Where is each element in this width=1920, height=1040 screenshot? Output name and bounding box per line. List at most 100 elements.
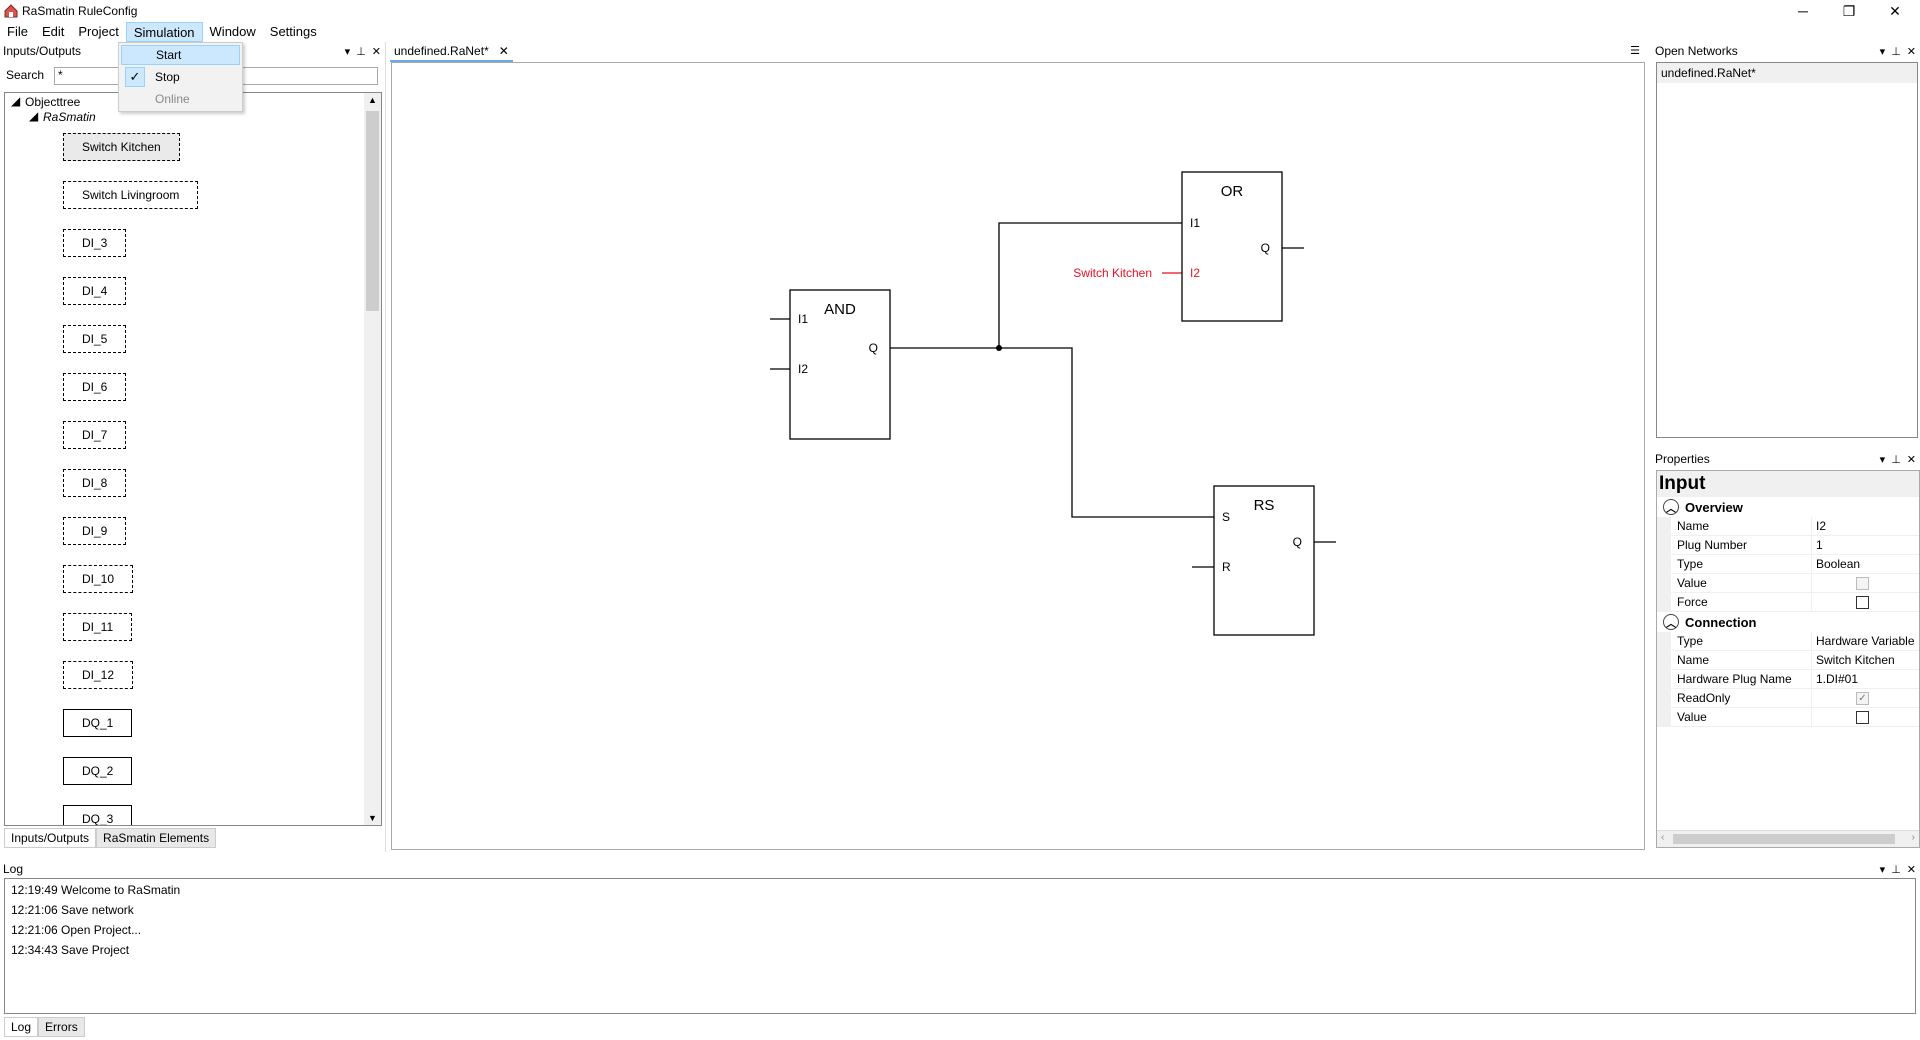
- editor-tab-label[interactable]: undefined.RaNet*: [394, 44, 489, 58]
- io-item[interactable]: DI_5: [63, 325, 127, 353]
- search-label: Search: [6, 68, 45, 82]
- tab-inputs-outputs[interactable]: Inputs/Outputs: [4, 828, 97, 848]
- property-value[interactable]: Switch Kitchen: [1811, 651, 1919, 669]
- property-row[interactable]: Value: [1657, 574, 1919, 593]
- category-overview[interactable]: ︿ Overview: [1657, 497, 1919, 517]
- close-icon[interactable]: ✕: [1906, 453, 1916, 466]
- io-item[interactable]: DQ_2: [63, 757, 133, 785]
- menu-project[interactable]: Project: [78, 24, 119, 39]
- property-row[interactable]: Value: [1657, 708, 1919, 727]
- property-name: Type: [1677, 634, 1704, 648]
- io-item[interactable]: DI_4: [63, 277, 127, 305]
- tree-child[interactable]: RaSmatin: [43, 110, 96, 124]
- connection-label[interactable]: Switch Kitchen: [1073, 266, 1152, 280]
- menu-file[interactable]: File: [7, 24, 28, 39]
- menu-simulation[interactable]: Simulation: [125, 22, 203, 42]
- io-item[interactable]: DI_9: [63, 517, 127, 545]
- io-item[interactable]: DQ_3: [63, 805, 133, 825]
- close-icon[interactable]: ✕: [371, 45, 381, 58]
- dropdown-icon[interactable]: ▾: [1879, 453, 1886, 466]
- property-scrollbar-h[interactable]: ‹ ›: [1657, 830, 1919, 847]
- tree-scrollbar[interactable]: ▲ ▼: [364, 93, 381, 825]
- log-entry: 12:21:06 Open Project...: [11, 923, 142, 937]
- menu-item-online: Online: [155, 92, 190, 106]
- io-item[interactable]: DI_8: [63, 469, 127, 497]
- property-value[interactable]: Hardware Variable: [1811, 632, 1919, 650]
- tab-list-icon[interactable]: ☰: [1630, 45, 1640, 57]
- menu-window[interactable]: Window: [209, 24, 256, 39]
- menu-item-start[interactable]: Start: [121, 45, 240, 65]
- pin-icon[interactable]: ⊥: [1891, 453, 1901, 466]
- menu-edit[interactable]: Edit: [41, 24, 65, 39]
- dropdown-icon[interactable]: ▾: [344, 45, 351, 58]
- pin-icon[interactable]: ⊥: [1891, 45, 1901, 58]
- close-icon[interactable]: ✕: [1906, 863, 1916, 876]
- scroll-thumb[interactable]: [366, 111, 379, 311]
- pin-icon[interactable]: ⊥: [1891, 863, 1901, 876]
- chevron-up-icon[interactable]: ︿: [1663, 499, 1679, 515]
- scroll-thumb[interactable]: [1673, 834, 1895, 844]
- io-item[interactable]: Switch Kitchen: [63, 133, 180, 161]
- property-value[interactable]: 1.DI#01: [1811, 670, 1919, 688]
- io-item[interactable]: DQ_1: [63, 709, 133, 737]
- window-title: RaSmatin RuleConfig: [22, 4, 138, 18]
- io-item[interactable]: DI_6: [63, 373, 127, 401]
- pin-icon[interactable]: ⊥: [356, 45, 366, 58]
- tab-log[interactable]: Log: [4, 1017, 39, 1037]
- maximize-button[interactable]: ❐: [1842, 2, 1856, 19]
- scroll-right-icon[interactable]: ›: [1911, 832, 1915, 843]
- io-item[interactable]: Switch Livingroom: [63, 181, 199, 209]
- minimize-button[interactable]: ─: [1798, 3, 1808, 19]
- io-item[interactable]: DI_7: [63, 421, 127, 449]
- network-item[interactable]: undefined.RaNet*: [1657, 63, 1917, 83]
- category-label: Connection: [1685, 614, 1757, 630]
- tree-toggle-icon[interactable]: ◢: [29, 109, 39, 123]
- rs-block[interactable]: [1213, 485, 1315, 636]
- and-block[interactable]: [789, 289, 891, 440]
- property-row[interactable]: ReadOnly ✓: [1657, 689, 1919, 708]
- dropdown-icon[interactable]: ▾: [1879, 45, 1886, 58]
- property-row[interactable]: Force: [1657, 593, 1919, 612]
- property-row[interactable]: Type Hardware Variable: [1657, 632, 1919, 651]
- chevron-up-icon[interactable]: ︿: [1663, 614, 1679, 630]
- property-value[interactable]: 1: [1811, 536, 1919, 554]
- io-item[interactable]: DI_11: [63, 613, 133, 641]
- tree-root[interactable]: Objecttree: [25, 95, 81, 109]
- scroll-up-icon[interactable]: ▲: [368, 95, 377, 105]
- menu-item-stop[interactable]: Stop: [155, 70, 180, 84]
- io-item[interactable]: DI_3: [63, 229, 127, 257]
- tab-rasmatin-elements[interactable]: RaSmatin Elements: [96, 828, 217, 848]
- network-canvas[interactable]: AND I1 I2 Q OR I1 I2 Q Switch Kitchen RS…: [391, 62, 1645, 850]
- property-name: ReadOnly: [1677, 691, 1731, 705]
- property-value[interactable]: I2: [1811, 517, 1919, 535]
- category-connection[interactable]: ︿ Connection: [1657, 612, 1919, 632]
- wire-and-to-rs: [999, 347, 1214, 518]
- and-title: AND: [824, 301, 856, 318]
- menu-settings[interactable]: Settings: [269, 24, 317, 39]
- tab-errors[interactable]: Errors: [38, 1017, 85, 1037]
- panel-header: Log ▾ ⊥ ✕: [0, 860, 1920, 878]
- dropdown-icon[interactable]: ▾: [1879, 863, 1886, 876]
- diagram-svg: AND I1 I2 Q OR I1 I2 Q Switch Kitchen RS…: [770, 171, 1336, 636]
- io-item[interactable]: DI_10: [63, 565, 134, 593]
- close-icon[interactable]: ✕: [498, 44, 509, 58]
- or-title: OR: [1221, 183, 1244, 200]
- and-i2: I2: [798, 362, 808, 376]
- io-item[interactable]: DI_12: [63, 661, 134, 689]
- tree-toggle-icon[interactable]: ◢: [11, 94, 21, 108]
- editor-tab[interactable]: undefined.RaNet* ✕: [390, 42, 513, 62]
- close-icon[interactable]: ✕: [1906, 45, 1916, 58]
- close-window-button[interactable]: ✕: [1889, 2, 1901, 19]
- scroll-down-icon[interactable]: ▼: [368, 813, 377, 823]
- connection-value-checkbox[interactable]: [1856, 710, 1869, 724]
- readonly-checkbox: ✓: [1856, 691, 1869, 705]
- scroll-left-icon[interactable]: ‹: [1661, 832, 1665, 843]
- force-checkbox[interactable]: [1856, 595, 1869, 609]
- property-value[interactable]: Boolean: [1811, 555, 1919, 573]
- or-block[interactable]: [1181, 171, 1283, 322]
